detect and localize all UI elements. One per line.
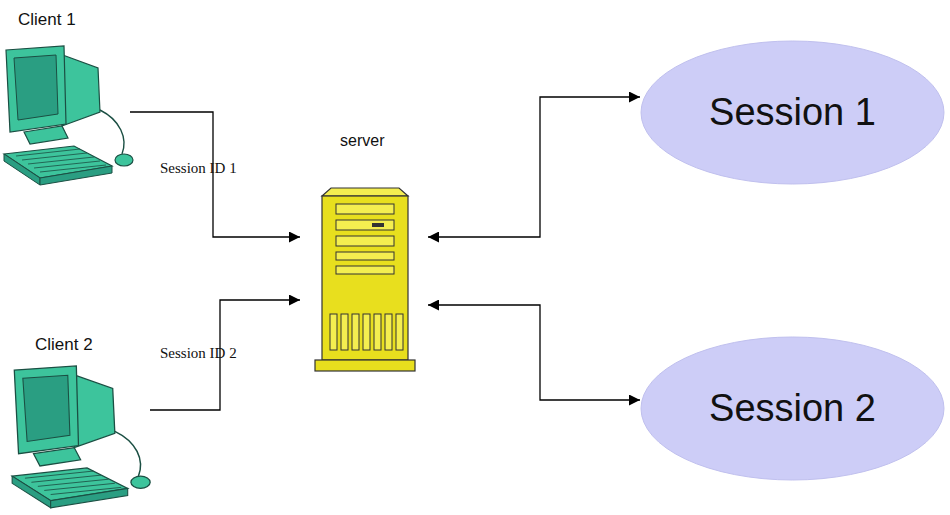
tower-body	[322, 196, 408, 360]
node-label: server	[340, 132, 384, 150]
session-label: Session 1	[640, 40, 945, 185]
connector-arrow	[130, 112, 300, 237]
tower-base	[315, 360, 415, 371]
client-computer	[4, 46, 133, 185]
client-computer	[12, 366, 150, 508]
vent-slot	[330, 314, 337, 350]
vent-slot	[396, 314, 403, 350]
client-computer: Client 1	[0, 10, 130, 190]
session-ellipse: Session 1	[640, 40, 945, 185]
connector-arrow	[428, 97, 640, 237]
drive-bay	[336, 204, 394, 214]
vent-slot	[341, 314, 348, 350]
drive-bay	[336, 266, 394, 274]
connector-arrow	[428, 305, 640, 400]
session-ellipse: Session 2	[640, 336, 945, 481]
edge-label: Session ID 2	[160, 345, 237, 362]
session-label: Session 2	[640, 336, 945, 481]
tower-top	[322, 188, 408, 196]
server-tower	[315, 188, 415, 371]
vent-slot	[385, 314, 392, 350]
server-node: server	[300, 130, 428, 372]
connector-arrow	[150, 300, 300, 410]
node-label: Client 1	[18, 10, 76, 30]
drive-slot	[372, 223, 384, 227]
vent-slot	[374, 314, 381, 350]
node-label: Client 2	[35, 335, 93, 355]
drive-bay	[336, 236, 394, 246]
drive-bay	[336, 252, 394, 260]
drive-bay	[336, 220, 394, 230]
session-shape	[641, 41, 944, 184]
edge-label: Session ID 1	[160, 160, 237, 177]
vent-slot	[363, 314, 370, 350]
vent-slot	[352, 314, 359, 350]
session-shape	[641, 337, 944, 480]
client-computer: Client 2	[0, 335, 150, 515]
